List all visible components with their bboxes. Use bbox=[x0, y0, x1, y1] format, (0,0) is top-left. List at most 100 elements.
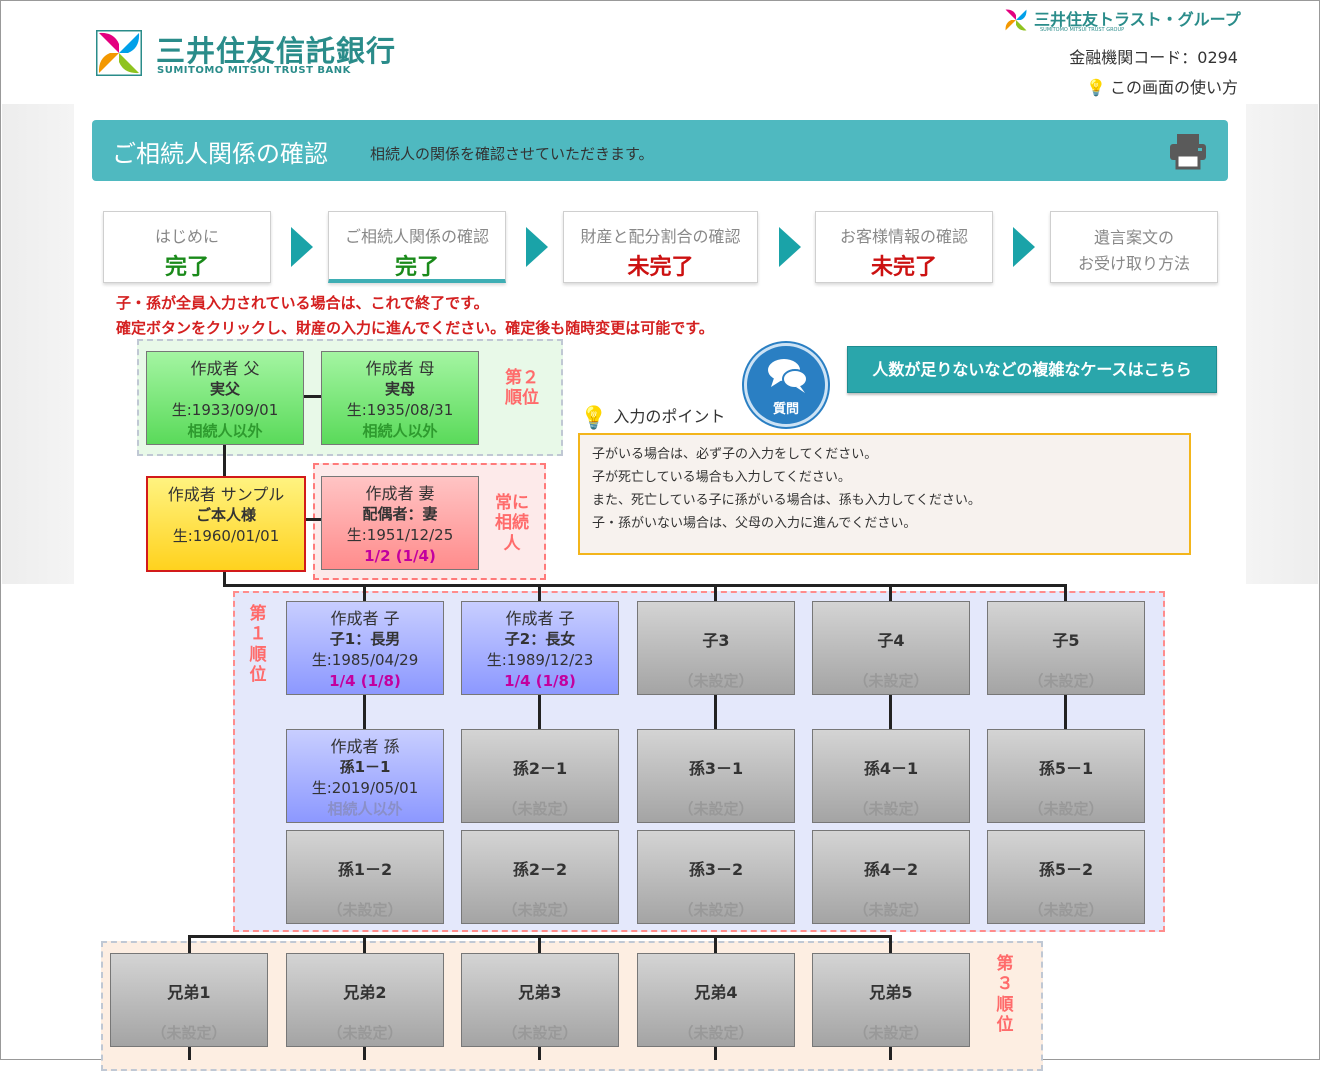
input-point-label: 入力のポイント bbox=[613, 407, 726, 426]
person-grandchild-4-1[interactable]: 孫4－1 （未設定） bbox=[812, 729, 970, 823]
person-unset: （未設定） bbox=[1028, 672, 1104, 690]
connector-line bbox=[889, 1045, 892, 1060]
printer-icon[interactable] bbox=[1168, 131, 1208, 171]
connector-line bbox=[303, 395, 321, 398]
rank-text: 人 bbox=[503, 533, 521, 554]
person-grandchild-5-2[interactable]: 孫5－2 （未設定） bbox=[987, 830, 1145, 924]
person-unset: （未設定） bbox=[327, 901, 403, 919]
person-grandchild-1-1[interactable]: 作成者 孫 孫1－1 生:2019/05/01 相続人以外 bbox=[286, 729, 444, 823]
person-unset: （未設定） bbox=[678, 800, 754, 818]
person-child-2[interactable]: 作成者 子 子2：長女 生:1989/12/23 1/4 (1/8) bbox=[461, 601, 619, 695]
person-grandchild-3-2[interactable]: 孫3－2 （未設定） bbox=[637, 830, 795, 924]
person-birthdate: 生:1989/12/23 bbox=[486, 651, 594, 669]
bank-subtitle: SUMITOMO MITSUI TRUST BANK bbox=[157, 65, 351, 76]
title-bar: ご相続人関係の確認 相続人の関係を確認させていただきます。 bbox=[92, 120, 1228, 181]
person-unset: （未設定） bbox=[502, 901, 578, 919]
rank-text: ３ bbox=[996, 974, 1014, 995]
person-birthdate: 生:2019/05/01 bbox=[311, 779, 419, 797]
person-name: 孫2－2 bbox=[512, 860, 568, 879]
connector-line bbox=[714, 584, 717, 602]
person-name: 兄弟3 bbox=[518, 983, 562, 1002]
person-child-1[interactable]: 作成者 子 子1：長男 生:1985/04/29 1/4 (1/8) bbox=[286, 601, 444, 695]
person-name: 孫3－2 bbox=[688, 860, 744, 879]
person-relation: 実母 bbox=[384, 380, 415, 398]
point-item: 子・孫がいない場合は、父母の入力に進んでください。 bbox=[592, 516, 917, 531]
connector-line bbox=[223, 584, 1066, 587]
person-child-4[interactable]: 子4 （未設定） bbox=[812, 601, 970, 695]
person-relation: 子1：長男 bbox=[329, 630, 401, 648]
howto-link[interactable]: 💡この画面の使い方 bbox=[1086, 74, 1238, 98]
person-birthdate: 生:1933/09/01 bbox=[171, 401, 279, 419]
rank-text: 位 bbox=[996, 1015, 1014, 1036]
person-name: 兄弟4 bbox=[694, 983, 738, 1002]
person-child-3[interactable]: 子3 （未設定） bbox=[637, 601, 795, 695]
person-grandchild-2-2[interactable]: 孫2－2 （未設定） bbox=[461, 830, 619, 924]
person-share: 1/4 (1/8) bbox=[329, 672, 401, 690]
institution-code: 金融機関コード：0294 bbox=[1069, 48, 1238, 67]
person-sibling-5[interactable]: 兄弟5 （未設定） bbox=[812, 953, 970, 1047]
person-name: 子5 bbox=[1052, 631, 1080, 650]
person-grandchild-1-2[interactable]: 孫1－2 （未設定） bbox=[286, 830, 444, 924]
step-status: 完了 bbox=[164, 255, 209, 280]
connector-line bbox=[1064, 694, 1067, 730]
step-arrow-icon bbox=[526, 227, 548, 267]
step-label: 遺言案文の bbox=[1093, 228, 1174, 247]
person-birthdate: 生:1935/08/31 bbox=[346, 401, 454, 419]
step-customer-info[interactable]: お客様情報の確認 未完了 bbox=[815, 211, 993, 283]
person-role: 作成者 孫 bbox=[330, 737, 400, 756]
point-item: また、死亡している子に孫がいる場合は、孫も入力してください。 bbox=[592, 493, 981, 508]
person-sibling-1[interactable]: 兄弟1 （未設定） bbox=[110, 953, 268, 1047]
person-name: 孫3－1 bbox=[688, 759, 744, 778]
step-intro[interactable]: はじめに 完了 bbox=[103, 211, 271, 283]
step-label: ご相続人関係の確認 bbox=[344, 227, 489, 246]
person-birthdate: 生:1951/12/25 bbox=[346, 526, 454, 544]
step-label: お受け取り方法 bbox=[1077, 254, 1190, 273]
person-status: 相続人以外 bbox=[327, 800, 403, 818]
rank-text: 順位 bbox=[505, 388, 539, 409]
person-unset: （未設定） bbox=[502, 800, 578, 818]
person-sibling-3[interactable]: 兄弟3 （未設定） bbox=[461, 953, 619, 1047]
step-heir-relation[interactable]: ご相続人関係の確認 完了 bbox=[328, 211, 506, 283]
person-child-5[interactable]: 子5 （未設定） bbox=[987, 601, 1145, 695]
connector-line bbox=[363, 935, 366, 954]
person-self[interactable]: 作成者 サンプル ご本人様 生:1960/01/01 bbox=[146, 476, 306, 572]
person-spouse[interactable]: 作成者 妻 配偶者：妻 生:1951/12/25 1/2 (1/4) bbox=[321, 476, 479, 570]
person-mother[interactable]: 作成者 母 実母 生:1935/08/31 相続人以外 bbox=[321, 351, 479, 445]
person-name: 孫5－2 bbox=[1038, 860, 1094, 879]
person-relation: ご本人様 bbox=[195, 506, 256, 524]
person-grandchild-4-2[interactable]: 孫4－2 （未設定） bbox=[812, 830, 970, 924]
person-unset: （未設定） bbox=[678, 672, 754, 690]
person-sibling-4[interactable]: 兄弟4 （未設定） bbox=[637, 953, 795, 1047]
person-status: 相続人以外 bbox=[187, 422, 263, 440]
rank-text: 順 bbox=[996, 994, 1014, 1015]
person-grandchild-2-1[interactable]: 孫2－1 （未設定） bbox=[461, 729, 619, 823]
point-item: 子がいる場合は、必ず子の入力をしてください。 bbox=[592, 447, 878, 462]
bank-name: 三井住友信託銀行 bbox=[156, 34, 397, 68]
connector-line bbox=[363, 1045, 366, 1060]
person-unset: （未設定） bbox=[853, 672, 929, 690]
person-role: 作成者 サンプル bbox=[167, 485, 285, 504]
complex-case-button[interactable]: 人数が足りないなどの複雑なケースはこちら bbox=[847, 346, 1217, 393]
rank-text: １ bbox=[249, 624, 267, 645]
person-grandchild-5-1[interactable]: 孫5－1 （未設定） bbox=[987, 729, 1145, 823]
person-role: 作成者 子 bbox=[330, 609, 400, 628]
rank-label-second: 第２ 順位 bbox=[498, 368, 546, 409]
person-unset: （未設定） bbox=[853, 901, 929, 919]
question-button[interactable]: 質問 bbox=[744, 343, 828, 427]
person-grandchild-3-1[interactable]: 孫3－1 （未設定） bbox=[637, 729, 795, 823]
step-assets[interactable]: 財産と配分割合の確認 未完了 bbox=[563, 211, 758, 283]
step-will-receipt[interactable]: 遺言案文の お受け取り方法 bbox=[1050, 211, 1218, 283]
connector-line bbox=[714, 935, 717, 954]
person-role: 作成者 母 bbox=[365, 359, 435, 378]
connector-line bbox=[538, 694, 541, 730]
point-item: 子が死亡している場合も入力してください。 bbox=[592, 470, 851, 485]
person-sibling-2[interactable]: 兄弟2 （未設定） bbox=[286, 953, 444, 1047]
rank-text: 相続 bbox=[495, 513, 529, 534]
rank-label-always: 常に 相続 人 bbox=[489, 493, 535, 554]
step-label: お客様情報の確認 bbox=[839, 227, 968, 246]
person-share: 1/4 (1/8) bbox=[504, 672, 576, 690]
person-unset: （未設定） bbox=[678, 1024, 754, 1042]
person-father[interactable]: 作成者 父 実父 生:1933/09/01 相続人以外 bbox=[146, 351, 304, 445]
input-point-box: 子がいる場合は、必ず子の入力をしてください。 子が死亡している場合も入力してくだ… bbox=[578, 433, 1191, 555]
rank-text: 第 bbox=[996, 954, 1014, 974]
